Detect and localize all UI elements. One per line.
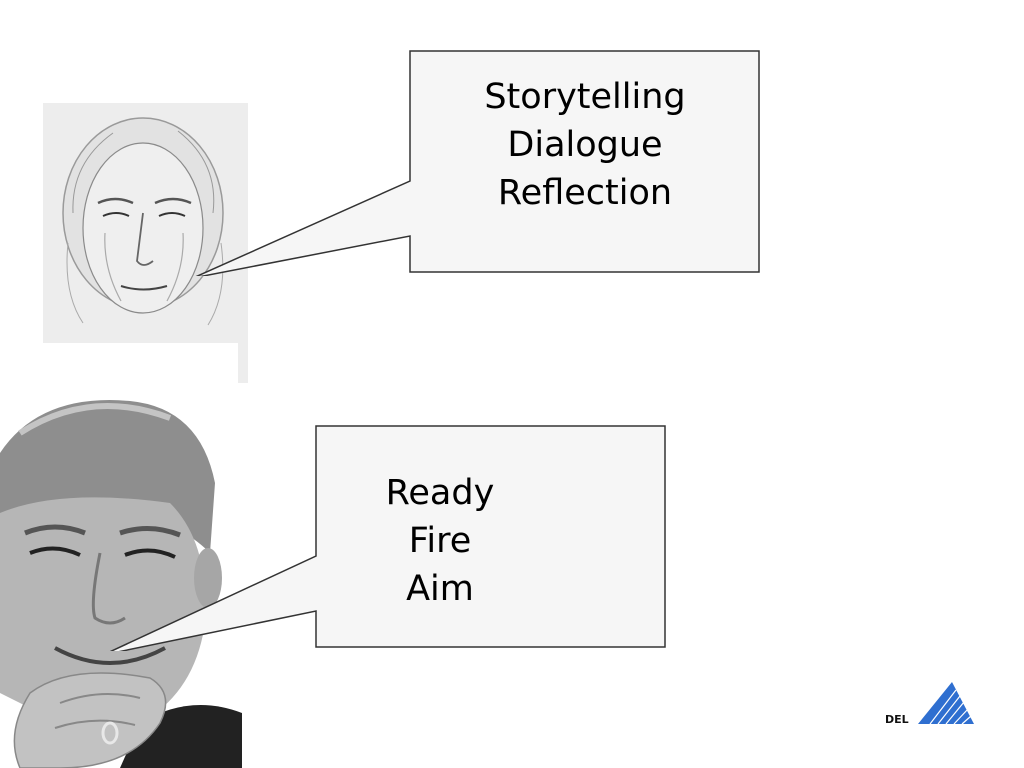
callout-text-bottom: Ready Fire Aim: [370, 469, 510, 613]
callout-line-storytelling: Storytelling: [484, 77, 686, 117]
man-photo-portrait-image: [0, 400, 242, 768]
sketch-portrait-image: [43, 103, 248, 383]
callout-text-top: Storytelling Dialogue Reflection: [410, 73, 760, 217]
callout-line-reflection: Reflection: [497, 173, 673, 213]
speech-callout-bottom: [109, 425, 666, 651]
callout-line-fire: Fire: [408, 521, 472, 561]
callout-line-ready: Ready: [385, 473, 495, 513]
speech-callout-top: [195, 50, 760, 276]
del-logo-text: DEL: [885, 713, 909, 726]
del-logo-triangle-icon: [918, 682, 974, 725]
del-logo: DEL: [885, 682, 974, 726]
callout-line-aim: Aim: [406, 569, 474, 609]
callout-line-dialogue: Dialogue: [507, 125, 663, 165]
